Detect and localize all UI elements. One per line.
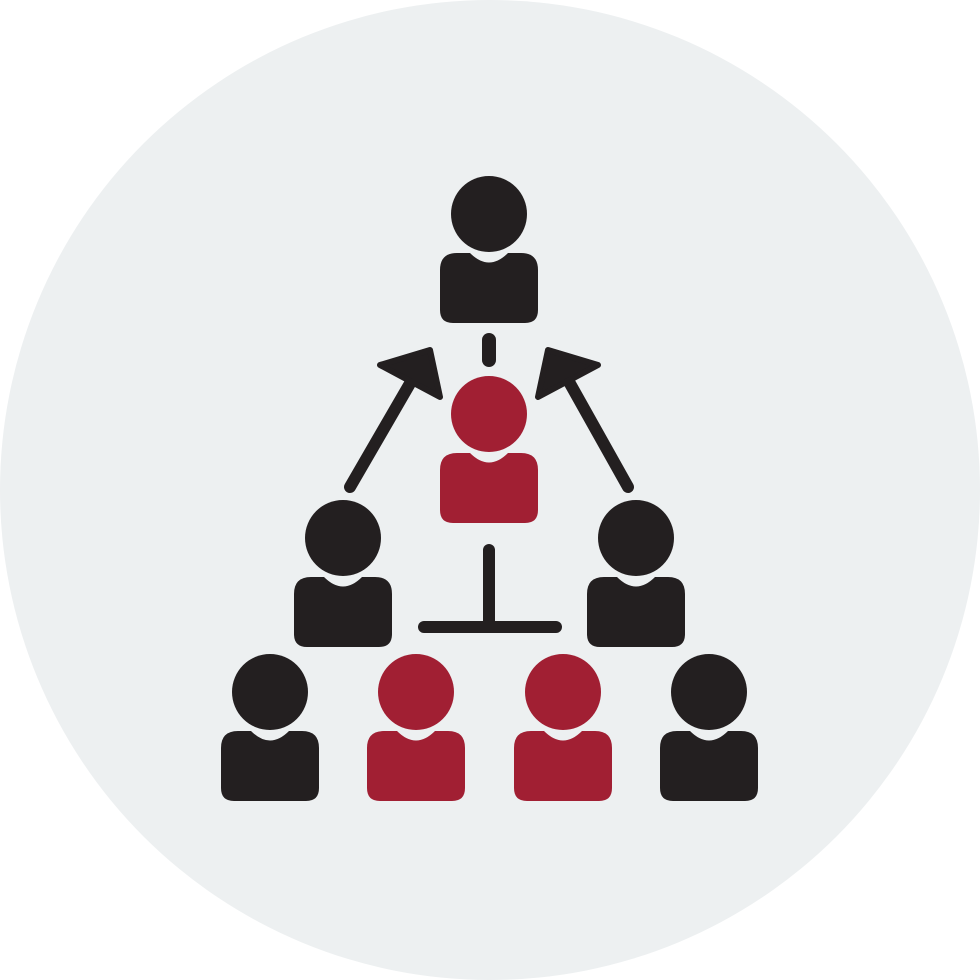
person-icon-mid-left [294,500,392,647]
person-icon-bottom-1 [221,654,319,801]
person-icon-bottom-2 [367,654,465,801]
t-connector [418,544,562,633]
arrow-left-up-icon [344,347,443,493]
person-icon-center [440,376,538,523]
person-icon-bottom-4 [660,654,758,801]
person-icon-bottom-3 [514,654,612,801]
person-icon-top [440,176,538,323]
arrow-right-up-icon [535,347,634,493]
person-icon-mid-right [587,500,685,647]
